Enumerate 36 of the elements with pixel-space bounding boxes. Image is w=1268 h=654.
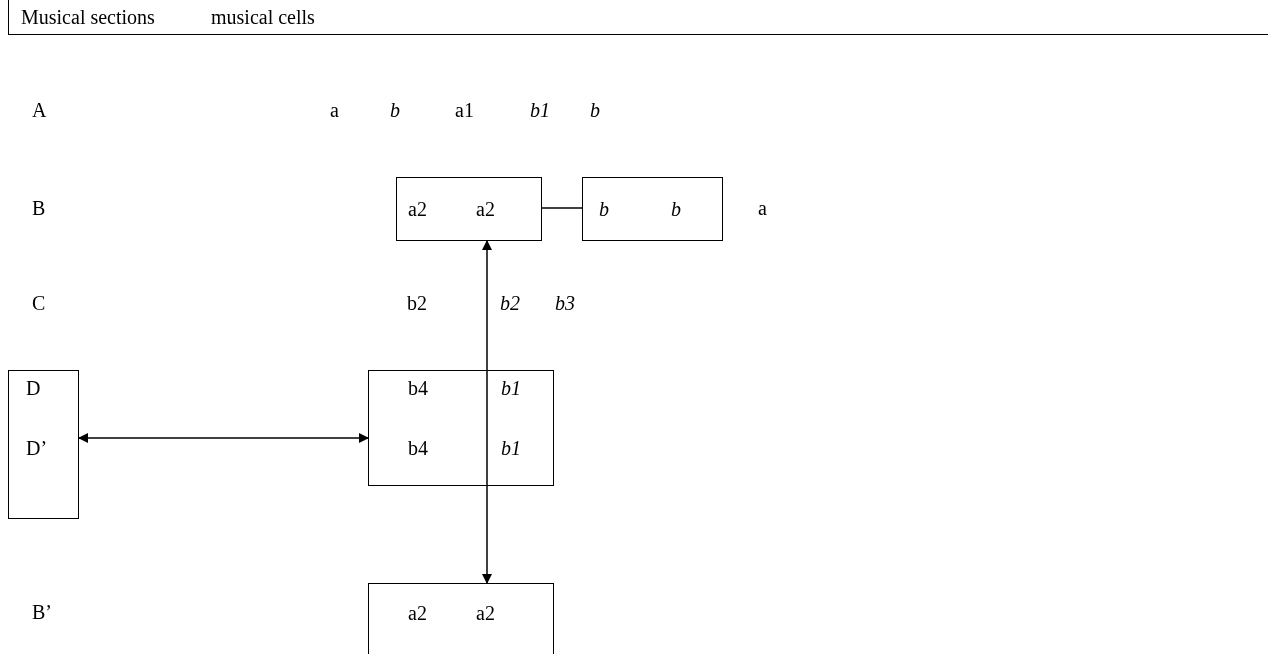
cell-label: D bbox=[26, 376, 41, 400]
cell-label: b3 bbox=[555, 291, 575, 315]
cell-label: b bbox=[599, 197, 609, 221]
cell-label: b bbox=[590, 98, 600, 122]
cell-label: b2 bbox=[500, 291, 520, 315]
cell-label: a2 bbox=[408, 197, 427, 221]
column-heading: musical cells bbox=[211, 5, 315, 29]
double-arrow bbox=[78, 433, 369, 443]
cell-group-box bbox=[8, 370, 79, 519]
cell-label: b4 bbox=[408, 436, 428, 460]
cell-label: a2 bbox=[476, 601, 495, 625]
column-heading: Musical sections bbox=[21, 5, 155, 29]
cell-label: a1 bbox=[455, 98, 474, 122]
cell-label: b bbox=[390, 98, 400, 122]
cell-label: a bbox=[330, 98, 339, 122]
cell-label: b1 bbox=[501, 376, 521, 400]
section-label: B bbox=[32, 196, 46, 220]
cell-group-box bbox=[582, 177, 723, 241]
arrow bbox=[482, 485, 492, 584]
cell-group-box bbox=[396, 177, 542, 241]
cell-label: D’ bbox=[26, 436, 48, 460]
cell-label: a2 bbox=[408, 601, 427, 625]
cell-label: b1 bbox=[501, 436, 521, 460]
cell-label: a2 bbox=[476, 197, 495, 221]
cell-group-box bbox=[368, 583, 554, 654]
connector-line bbox=[541, 207, 583, 209]
cell-label: b4 bbox=[408, 376, 428, 400]
cell-group-box bbox=[368, 370, 554, 486]
section-label: A bbox=[32, 98, 47, 122]
section-label: C bbox=[32, 291, 46, 315]
cell-label: a bbox=[758, 196, 767, 220]
arrow bbox=[482, 240, 492, 371]
cell-label: b bbox=[671, 197, 681, 221]
cell-label: b2 bbox=[407, 291, 427, 315]
cell-label: b1 bbox=[530, 98, 550, 122]
section-label: B’ bbox=[32, 600, 52, 624]
